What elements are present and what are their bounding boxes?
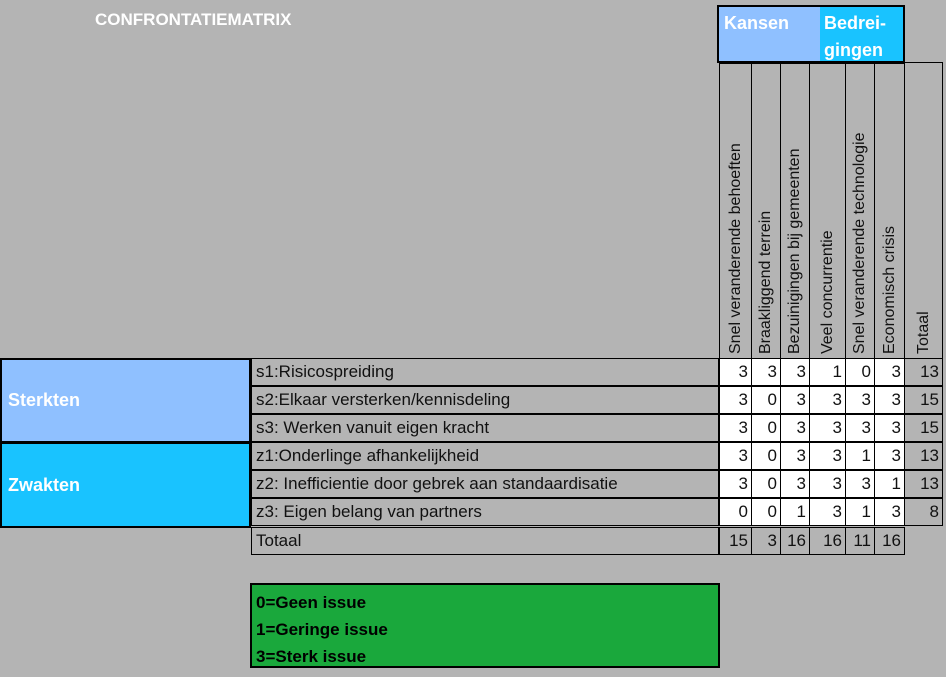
matrix-cell[interactable]: 3 xyxy=(751,358,781,386)
column-header: Veel concurrentie xyxy=(809,62,846,359)
matrix-cell[interactable]: 3 xyxy=(719,358,752,386)
matrix-cell[interactable]: 3 xyxy=(809,386,846,414)
row-label: s1:Risicospreiding xyxy=(251,358,719,386)
sheet-title: CONFRONTATIEMATRIX xyxy=(95,10,292,29)
matrix-cell[interactable]: 0 xyxy=(751,386,781,414)
matrix-cell[interactable]: 3 xyxy=(780,386,810,414)
legend-item: 1=Geringe issue xyxy=(256,620,388,639)
matrix-cell[interactable]: 3 xyxy=(780,470,810,498)
column-total: 3 xyxy=(751,527,781,555)
column-header-label: Braakliggend terrein xyxy=(757,210,774,354)
legend-item: 0=Geen issue xyxy=(256,593,367,612)
totals-label: Totaal xyxy=(251,527,719,555)
row-total: 8 xyxy=(904,498,943,526)
matrix-cell[interactable]: 3 xyxy=(809,414,846,442)
row-label: z1:Onderlinge afhankelijkheid xyxy=(251,442,719,470)
matrix-cell[interactable]: 3 xyxy=(780,358,810,386)
matrix-cell[interactable]: 3 xyxy=(809,442,846,470)
column-header: Braakliggend terrein xyxy=(751,62,781,359)
matrix-cell[interactable]: 1 xyxy=(780,498,810,526)
matrix-cell[interactable]: 3 xyxy=(719,414,752,442)
column-header-label: Veel concurrentie xyxy=(818,230,836,354)
matrix-cell[interactable]: 3 xyxy=(780,414,810,442)
column-header: Snel veranderende technologie xyxy=(845,62,875,359)
row-label: s3: Werken vanuit eigen kracht xyxy=(251,414,719,442)
matrix-cell[interactable]: 1 xyxy=(845,498,875,526)
matrix-cell[interactable]: 3 xyxy=(809,470,846,498)
matrix-cell[interactable]: 0 xyxy=(751,470,781,498)
row-total: 15 xyxy=(904,386,943,414)
matrix-cell[interactable]: 0 xyxy=(751,498,781,526)
column-total: 16 xyxy=(809,527,846,555)
matrix-cell[interactable]: 3 xyxy=(874,358,905,386)
row-total: 13 xyxy=(904,442,943,470)
matrix-cell[interactable]: 1 xyxy=(809,358,846,386)
header-box: Kansen Bedrei-gingen xyxy=(717,5,905,63)
column-total: 15 xyxy=(719,527,752,555)
column-total: 16 xyxy=(874,527,905,555)
matrix-cell[interactable]: 3 xyxy=(780,442,810,470)
row-total: 15 xyxy=(904,414,943,442)
matrix-cell[interactable]: 0 xyxy=(751,414,781,442)
column-header: Snel veranderende behoeften xyxy=(719,62,752,359)
matrix-cell[interactable]: 3 xyxy=(874,386,905,414)
matrix-cell[interactable]: 0 xyxy=(751,442,781,470)
header-bedreigingen: Bedrei-gingen xyxy=(820,7,903,61)
column-total: 11 xyxy=(845,527,875,555)
column-header-label: Snel veranderende technologie xyxy=(851,132,868,355)
matrix-cell[interactable]: 3 xyxy=(845,414,875,442)
legend-box: 0=Geen issue 1=Geringe issue 3=Sterk iss… xyxy=(250,583,720,668)
column-header: Economisch crisis xyxy=(874,62,905,359)
column-header-label: Totaal xyxy=(914,311,932,354)
row-label: s2:Elkaar versterken/kennisdeling xyxy=(251,386,719,414)
matrix-cell[interactable]: 1 xyxy=(845,442,875,470)
matrix-cell[interactable]: 3 xyxy=(809,498,846,526)
header-kansen: Kansen xyxy=(719,7,820,61)
column-header-label: Bezuinigingen bij gemeenten xyxy=(786,148,803,354)
matrix-cell[interactable]: 3 xyxy=(874,442,905,470)
group-sterkten: Sterkten xyxy=(0,358,251,443)
matrix-cell[interactable]: 3 xyxy=(719,470,752,498)
matrix-cell[interactable]: 3 xyxy=(874,498,905,526)
group-zwakten: Zwakten xyxy=(0,442,251,528)
column-header: Bezuinigingen bij gemeenten xyxy=(780,62,810,359)
column-header-label: Economisch crisis xyxy=(880,225,898,354)
matrix-cell[interactable]: 3 xyxy=(845,386,875,414)
row-label: z2: Inefficientie door gebrek aan standa… xyxy=(251,470,719,498)
column-header: Totaal xyxy=(904,62,943,359)
column-header-label: Snel veranderende behoeften xyxy=(726,143,744,354)
matrix-cell[interactable]: 0 xyxy=(719,498,752,526)
matrix-cell[interactable]: 3 xyxy=(845,470,875,498)
matrix-cell[interactable]: 3 xyxy=(874,414,905,442)
row-total: 13 xyxy=(904,358,943,386)
matrix-cell[interactable]: 3 xyxy=(719,386,752,414)
column-total: 16 xyxy=(780,527,810,555)
matrix-cell[interactable]: 0 xyxy=(845,358,875,386)
matrix-cell[interactable]: 1 xyxy=(874,470,905,498)
row-total: 13 xyxy=(904,470,943,498)
kansen-label: Kansen xyxy=(724,13,790,33)
legend-item: 3=Sterk issue xyxy=(256,647,367,666)
row-label: z3: Eigen belang van partners xyxy=(251,498,719,526)
matrix-cell[interactable]: 3 xyxy=(719,442,752,470)
